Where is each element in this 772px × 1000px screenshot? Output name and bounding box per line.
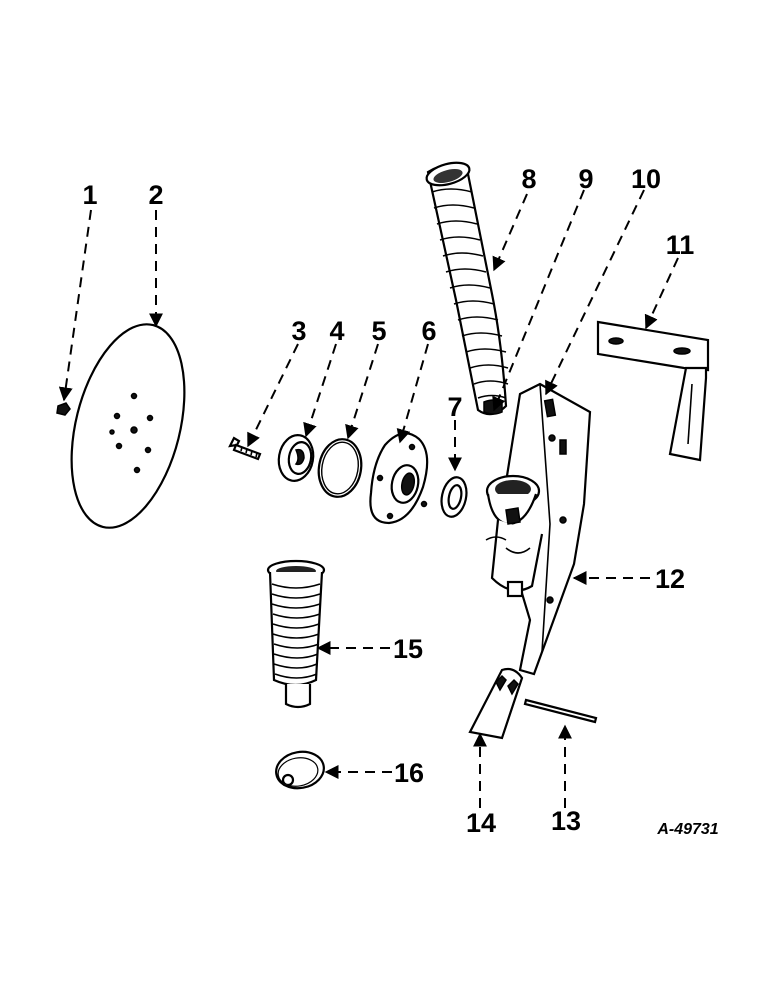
- callout-4: 4: [329, 316, 344, 346]
- callout-12: 12: [655, 564, 685, 594]
- part-16-clip-ring: [275, 750, 325, 790]
- part-4-hub-cap: [277, 434, 315, 482]
- callout-11: 11: [666, 230, 695, 260]
- part-7-washer: [440, 476, 468, 518]
- part-8-flexible-tube: [425, 161, 509, 416]
- drawing-reference-number: A-49731: [656, 821, 718, 838]
- part-11-angle-bracket: [596, 320, 710, 462]
- callout-6: 6: [421, 316, 436, 346]
- part-12-bracket-plate: [485, 382, 592, 676]
- callout-13: 13: [551, 806, 581, 836]
- part-3-screw: [228, 436, 262, 461]
- callout-8: 8: [521, 164, 536, 194]
- leader-lines: [58, 189, 679, 808]
- callout-15: 15: [393, 634, 423, 664]
- callout-5: 5: [371, 316, 386, 346]
- callout-labels: 1 2 3 4 5 6 7 8 9 10 11 12 13 14 15 16: [82, 164, 694, 838]
- callout-16: 16: [394, 758, 424, 788]
- part-13-rod: [523, 698, 598, 724]
- part-14-slotted-plate: [468, 667, 524, 740]
- callout-1: 1: [82, 180, 97, 210]
- callout-7: 7: [447, 392, 462, 422]
- callout-14: 14: [466, 808, 496, 838]
- callout-9: 9: [578, 164, 593, 194]
- part-15-spout-tube: [266, 559, 326, 709]
- callout-3: 3: [291, 316, 306, 346]
- callout-2: 2: [148, 180, 163, 210]
- part-6-flange-bearing: [369, 432, 429, 525]
- part-5-ring: [317, 438, 363, 498]
- callout-10: 10: [631, 164, 661, 194]
- part-1-bolt: [56, 402, 71, 416]
- part-2-disc: [70, 323, 186, 529]
